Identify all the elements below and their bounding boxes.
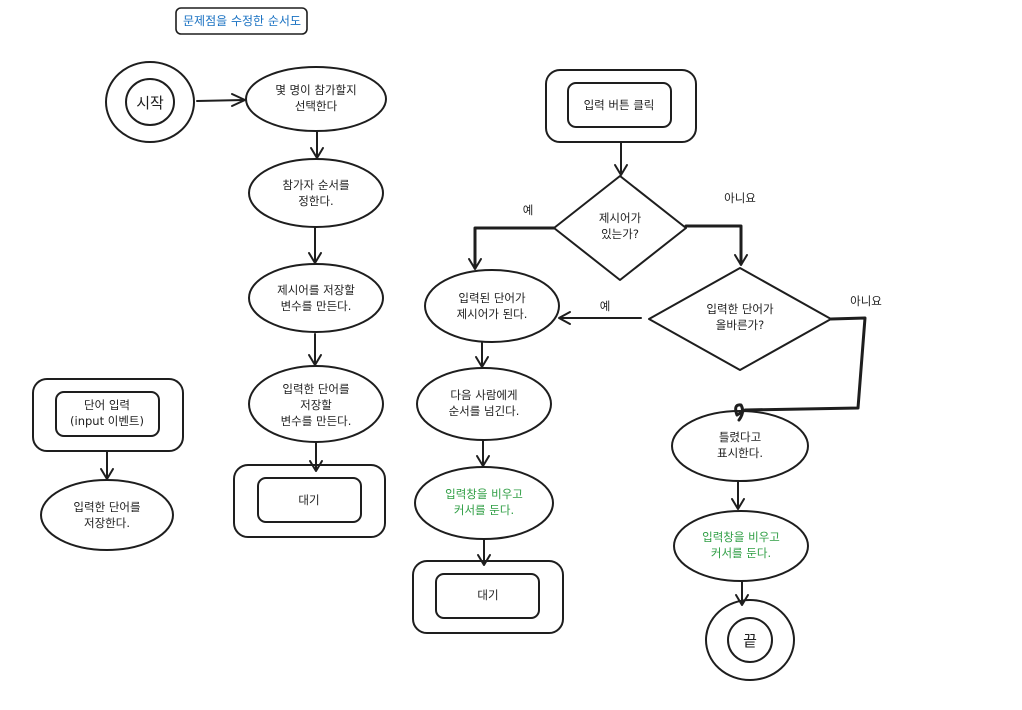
arrowhead — [231, 93, 246, 107]
node-clear-right: 입력창을 비우고 커서를 둔다. — [673, 510, 809, 582]
arrowhead — [476, 455, 490, 467]
node-is-correct-line1: 입력한 단어가 — [706, 302, 774, 316]
node-set-order-line1: 참가자 순서를 — [282, 178, 349, 192]
node-clear-right-line1: 입력창을 비우고 — [702, 530, 780, 544]
label-has-prompt-yes: 예 — [523, 203, 534, 217]
arrowhead — [309, 460, 323, 472]
arrowhead — [308, 252, 322, 264]
node-word-input-line1: 단어 입력 — [84, 398, 130, 412]
node-make-input-var-line3: 변수를 만든다. — [281, 414, 352, 428]
title-box: 문제점을 수정한 순서도 — [175, 7, 308, 35]
node-make-input-var-line1: 입력한 단어를 — [282, 382, 349, 396]
arrowhead — [475, 356, 489, 368]
node-is-correct-line2: 올바른가? — [716, 318, 764, 332]
node-make-prompt-var: 제시어를 저장할 변수를 만든다. — [248, 263, 384, 333]
node-has-prompt-line2: 있는가? — [601, 227, 639, 241]
arrow-has-prompt-no — [684, 224, 743, 266]
node-show-wrong-line2: 표시한다. — [717, 446, 763, 460]
node-is-correct-decision: 입력한 단어가 올바른가? — [648, 267, 832, 371]
node-save-word-line1: 입력한 단어를 — [73, 500, 140, 514]
arrow-start-to-select — [196, 99, 245, 102]
node-pass-turn-line1: 다음 사람에게 — [450, 388, 517, 402]
arrowhead — [310, 147, 324, 159]
title-text: 문제점을 수정한 순서도 — [183, 14, 301, 28]
node-wait-left-label: 대기 — [298, 493, 319, 507]
node-wait-mid-label: 대기 — [477, 588, 498, 602]
node-pass-turn-line2: 순서를 넘긴다. — [449, 404, 520, 418]
node-clear-mid-line1: 입력창을 비우고 — [445, 487, 523, 501]
node-click-button-label: 입력 버튼 클릭 — [584, 98, 655, 112]
node-word-input-event: 단어 입력 (input 이벤트) — [32, 378, 184, 452]
node-make-input-var-line2: 저장할 — [300, 398, 332, 412]
node-clear-mid: 입력창을 비우고 커서를 둔다. — [414, 466, 554, 540]
edges — [100, 93, 867, 606]
arrowhead — [731, 498, 745, 510]
node-becomes-prompt-line2: 제시어가 된다. — [457, 307, 528, 321]
node-save-word: 입력한 단어를 저장한다. — [40, 479, 174, 551]
node-set-order: 참가자 순서를 정한다. — [248, 158, 384, 228]
arrow-correct-no — [734, 316, 867, 422]
node-wait-mid: 대기 — [412, 560, 564, 634]
arrowhead — [734, 254, 748, 266]
node-becomes-prompt-line1: 입력된 단어가 — [458, 291, 526, 305]
end-label: 끝 — [743, 632, 757, 650]
label-has-prompt-no: 아니요 — [724, 191, 756, 205]
node-save-word-line2: 저장한다. — [84, 516, 130, 530]
arrowhead — [477, 554, 491, 566]
arrowhead — [468, 258, 482, 270]
node-select-players-line2: 선택한다 — [295, 99, 338, 113]
arrowhead — [100, 468, 114, 480]
arrowhead — [614, 164, 628, 176]
node-word-input-line2: (input 이벤트) — [70, 414, 144, 428]
arrow-has-prompt-yes — [473, 226, 556, 270]
arrowhead — [558, 311, 571, 325]
node-make-input-var: 입력한 단어를 저장할 변수를 만든다. — [248, 365, 384, 443]
arrowhead — [735, 594, 749, 606]
node-becomes-prompt: 입력된 단어가 제시어가 된다. — [424, 269, 560, 343]
label-correct-no: 아니요 — [850, 294, 882, 308]
node-has-prompt-line1: 제시어가 — [599, 211, 642, 225]
end-terminal: 끝 — [705, 599, 795, 681]
node-click-button: 입력 버튼 클릭 — [545, 69, 697, 143]
node-set-order-line2: 정한다. — [298, 194, 333, 208]
start-terminal: 시작 — [105, 61, 195, 143]
node-pass-turn: 다음 사람에게 순서를 넘긴다. — [416, 367, 552, 441]
node-has-prompt-decision: 제시어가 있는가? — [553, 175, 687, 281]
node-clear-right-line2: 커서를 둔다. — [711, 546, 771, 560]
node-select-players: 몇 명이 참가할지 선택한다 — [245, 66, 387, 132]
node-show-wrong: 틀렸다고 표시한다. — [671, 410, 809, 482]
node-make-prompt-var-line1: 제시어를 저장할 — [277, 283, 355, 297]
node-clear-mid-line2: 커서를 둔다. — [454, 503, 514, 517]
node-wait-left: 대기 — [233, 464, 386, 538]
arrowhead — [308, 354, 322, 366]
node-select-players-line1: 몇 명이 참가할지 — [275, 83, 356, 97]
node-make-prompt-var-line2: 변수를 만든다. — [281, 299, 352, 313]
node-show-wrong-line1: 틀렸다고 — [719, 430, 761, 444]
label-correct-yes: 예 — [600, 299, 611, 313]
start-label: 시작 — [136, 94, 164, 112]
